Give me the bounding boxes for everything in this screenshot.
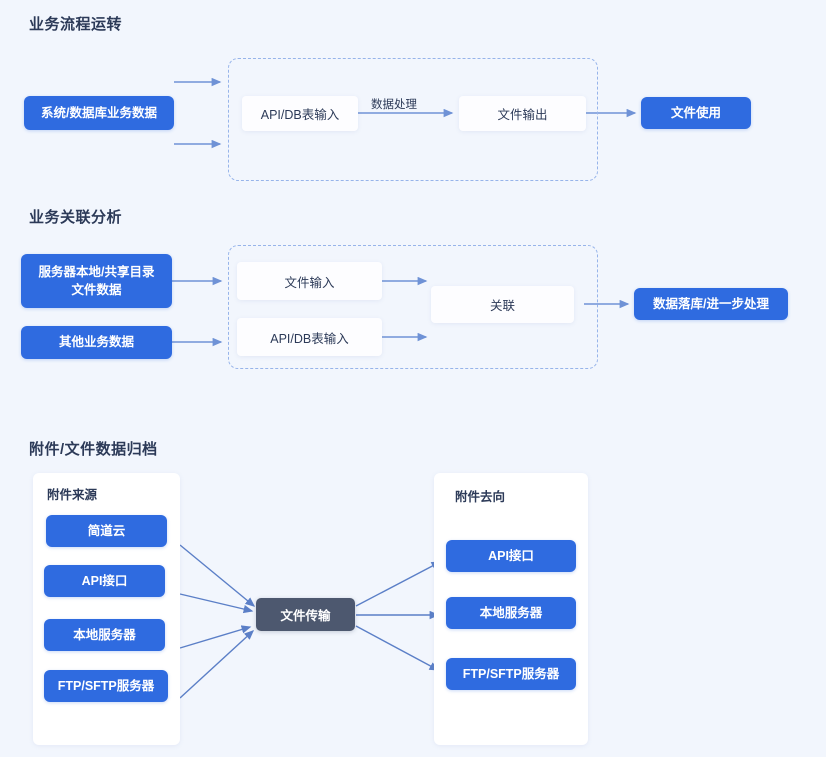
output-file-usage[interactable]: 文件使用: [641, 97, 751, 129]
source-server-local-shared-dir[interactable]: 服务器本地/共享目录 文件数据: [21, 254, 172, 308]
attachment-source-panel: [33, 473, 180, 745]
source-system-db-data[interactable]: 系统/数据库业务数据: [24, 96, 174, 130]
source-other-business-data[interactable]: 其他业务数据: [21, 326, 172, 359]
attachment-target-panel-title: 附件去向: [455, 490, 506, 504]
section-title-business-correlation: 业务关联分析: [29, 209, 123, 226]
attachment-source-panel-title: 附件来源: [47, 488, 98, 502]
source-server-line2: 文件数据: [71, 283, 122, 297]
section-title-business-process: 业务流程运转: [29, 16, 123, 33]
node-correlation[interactable]: 关联: [431, 286, 574, 323]
node-file-output[interactable]: 文件输出: [459, 96, 586, 131]
target-item-ftp-sftp[interactable]: FTP/SFTP服务器: [446, 658, 576, 690]
output-data-warehouse[interactable]: 数据落库/进一步处理: [634, 288, 788, 320]
target-item-api[interactable]: API接口: [446, 540, 576, 572]
source-item-ftp-sftp[interactable]: FTP/SFTP服务器: [44, 670, 168, 702]
hub-file-transfer[interactable]: 文件传输: [256, 598, 355, 631]
node-api-db-input-2[interactable]: API/DB表输入: [237, 318, 382, 356]
node-file-input[interactable]: 文件输入: [237, 262, 382, 300]
correlation-boundary-box: [228, 245, 598, 369]
edge-label-data-processing: 数据处理: [371, 99, 417, 111]
source-item-api[interactable]: API接口: [44, 565, 165, 597]
source-item-jiandaoyun[interactable]: 简道云: [46, 515, 167, 547]
source-item-local-server[interactable]: 本地服务器: [44, 619, 165, 651]
node-api-db-input-1[interactable]: API/DB表输入: [242, 96, 358, 131]
section-title-attachment-archive: 附件/文件数据归档: [29, 441, 158, 458]
target-item-local-server[interactable]: 本地服务器: [446, 597, 576, 629]
process-boundary-box: [228, 58, 598, 181]
source-server-line1: 服务器本地/共享目录: [38, 264, 155, 279]
